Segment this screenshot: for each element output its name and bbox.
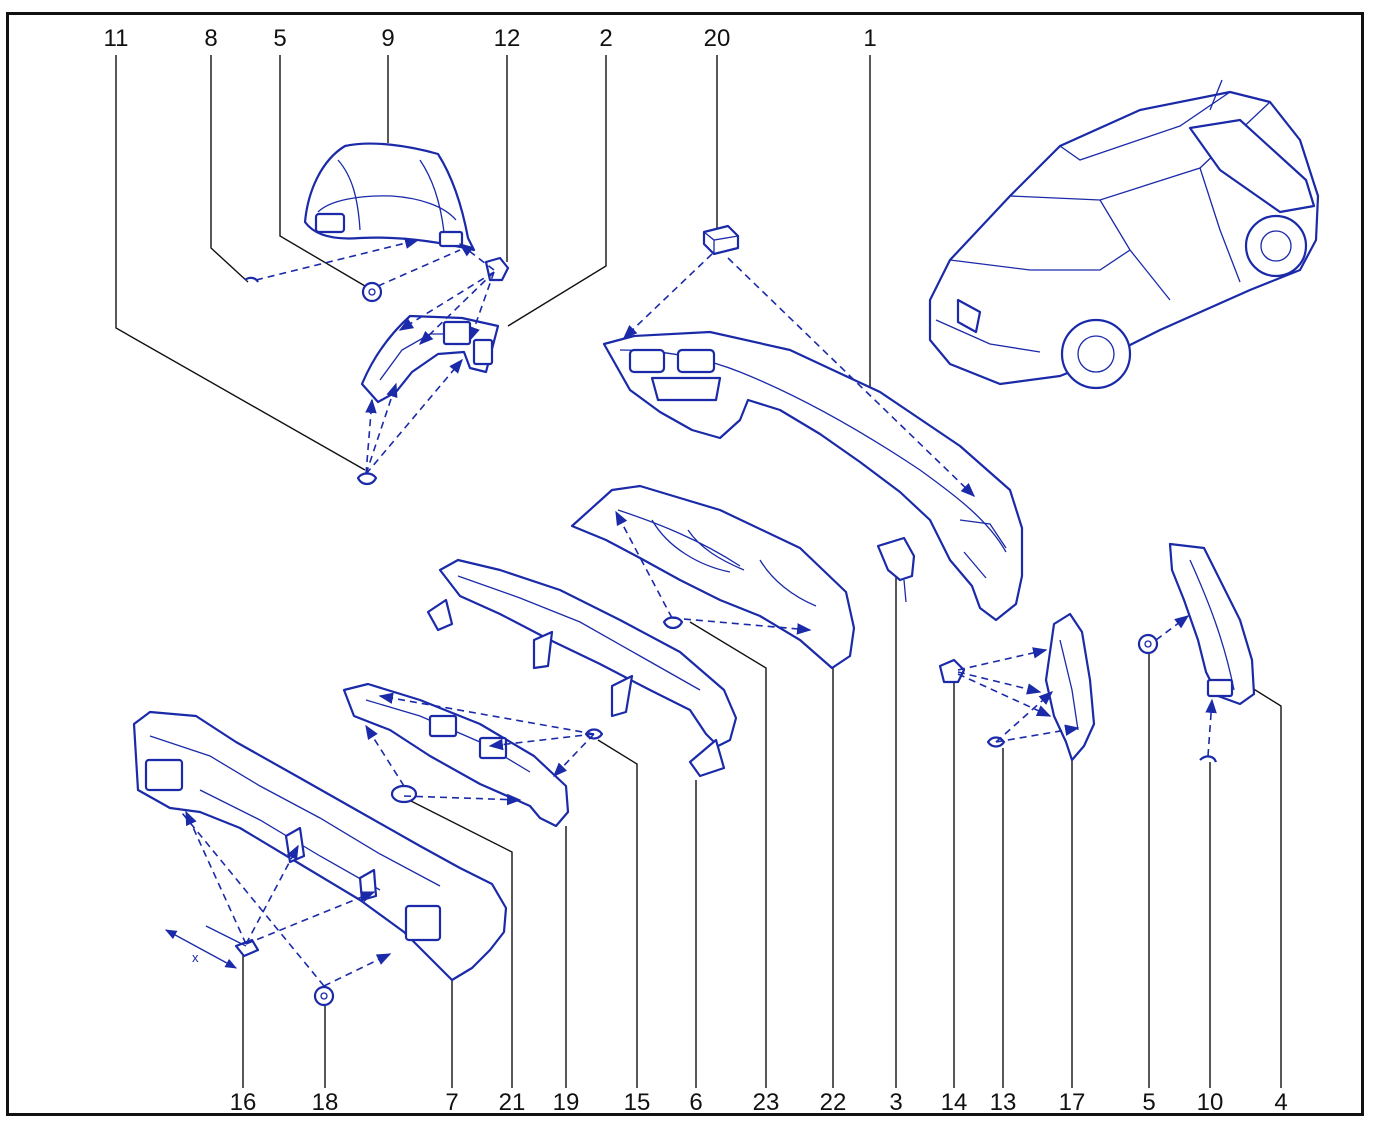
callout-13: 13: [990, 1089, 1017, 1116]
nut-5-bottom: [1137, 633, 1159, 655]
part-3-small-bracket: [876, 536, 916, 603]
callout-12: 12: [494, 25, 521, 52]
callout-8: 8: [204, 25, 217, 52]
dimension-x: x: [164, 929, 238, 969]
callout-17: 17: [1059, 1089, 1086, 1116]
nut-18: [313, 985, 335, 1007]
callout-15: 15: [624, 1089, 651, 1116]
callouts-top: 11 8 5 9 12 2 20 1: [104, 25, 877, 52]
callout-5-bottom: 5: [1142, 1089, 1155, 1116]
callout-18: 18: [312, 1089, 339, 1116]
callout-9: 9: [381, 25, 394, 52]
part-20-pad: [702, 224, 740, 256]
callout-14: 14: [941, 1089, 968, 1116]
callouts-bottom: 16 18 7 21 19 15 6 23 22 3 14 13 17 5 10…: [230, 1089, 1288, 1116]
part-22-diffuser: [570, 484, 856, 670]
part-9-wheel-arch-liner: [303, 142, 476, 252]
callout-7: 7: [445, 1089, 458, 1116]
part-2-side-bracket: [360, 314, 500, 404]
diagram-frame: [6, 12, 1364, 1116]
vehicle-illustration: [928, 79, 1320, 390]
part-17-side-bracket: [1044, 612, 1096, 762]
callout-3: 3: [889, 1089, 902, 1116]
part-19-mounting-rail: [342, 682, 570, 828]
part-4-wheel-arch-liner: [1168, 542, 1256, 706]
callout-23: 23: [753, 1089, 780, 1116]
callout-5-top: 5: [273, 25, 286, 52]
callout-20: 20: [704, 25, 731, 52]
screw-23: [662, 616, 684, 630]
nut-14: [938, 658, 966, 684]
leader-lines: [115, 55, 1282, 1088]
screw-11: [356, 472, 378, 486]
part-1-bumper-cover: [602, 330, 1024, 622]
fasteners-misc: [205, 616, 1218, 1007]
callout-22: 22: [820, 1089, 847, 1116]
nut-21: [390, 784, 418, 804]
nut-5-top: [361, 281, 383, 303]
callout-11: 11: [104, 25, 129, 52]
callout-10: 10: [1197, 1089, 1224, 1116]
clip-8: [244, 276, 259, 283]
callout-1: 1: [863, 25, 876, 52]
clip-10: [1199, 755, 1218, 763]
assembly-lines: [177, 237, 1217, 987]
part-6-absorber: [426, 558, 738, 778]
callout-4: 4: [1274, 1089, 1287, 1116]
callout-21: 21: [499, 1089, 526, 1116]
callout-16: 16: [230, 1089, 257, 1116]
callout-19: 19: [553, 1089, 580, 1116]
callout-6: 6: [689, 1089, 702, 1116]
callout-2: 2: [599, 25, 612, 52]
dimension-x-label: x: [192, 950, 199, 965]
